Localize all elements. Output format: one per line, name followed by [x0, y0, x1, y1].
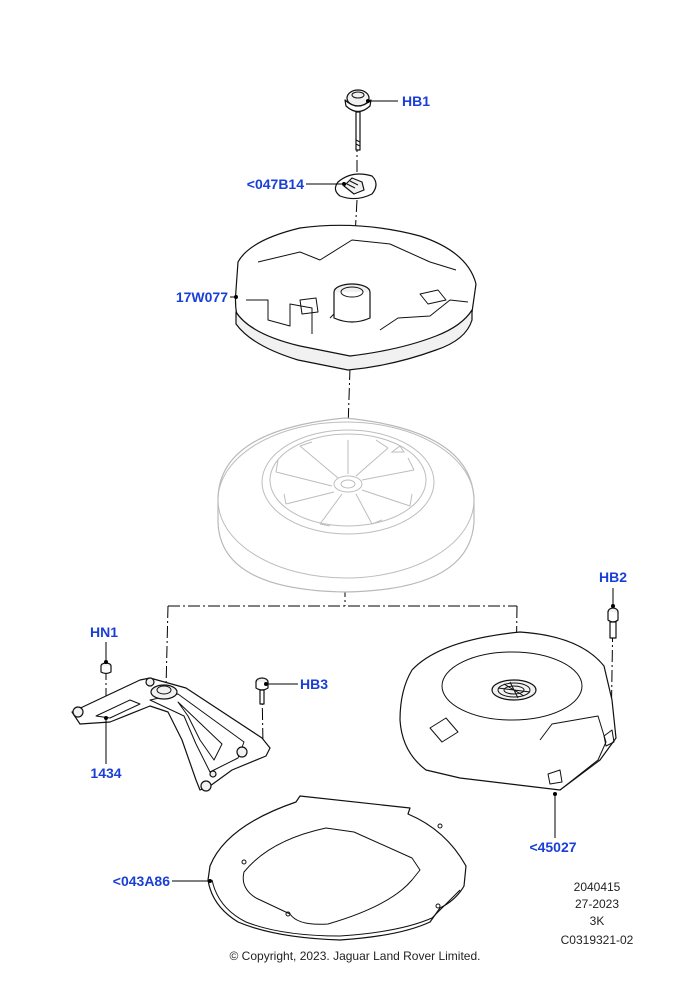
reference-line-2: 27-2023	[575, 897, 619, 911]
callout-047b14: <047B14	[247, 176, 304, 192]
c45027-cover-part	[399, 631, 617, 791]
callout-hb1: HB1	[402, 93, 430, 109]
callout-043a86: <043A86	[113, 873, 170, 889]
spare-wheel-part	[217, 417, 475, 593]
c043a86-panel-part	[207, 795, 467, 941]
callout-leaders	[104, 99, 615, 883]
callout-hn1: HN1	[90, 624, 118, 640]
hb1-bolt-part	[344, 89, 372, 151]
callout-hb2: HB2	[599, 569, 627, 585]
hb3-bolt-part	[255, 677, 269, 705]
c1434-bracket-part	[71, 677, 271, 792]
copyright-notice: © Copyright, 2023. Jaguar Land Rover Lim…	[230, 949, 481, 963]
c047b14-clip-part	[334, 173, 377, 200]
reference-line-1: 2040415	[574, 880, 621, 894]
reference-block: 2040415 27-2023 3K C0319321-02	[561, 880, 634, 947]
callout-hb3: HB3	[300, 676, 328, 692]
callout-1434: 1434	[90, 765, 121, 781]
reference-line-4: C0319321-02	[561, 933, 634, 947]
hn1-nut-part	[100, 662, 112, 675]
reference-line-3: 3K	[590, 914, 605, 928]
callout-45027: <45027	[529, 839, 576, 855]
c17w077-tray-part	[234, 224, 477, 371]
callout-17w077: 17W077	[176, 289, 228, 305]
hb2-bolt-part	[607, 607, 619, 639]
